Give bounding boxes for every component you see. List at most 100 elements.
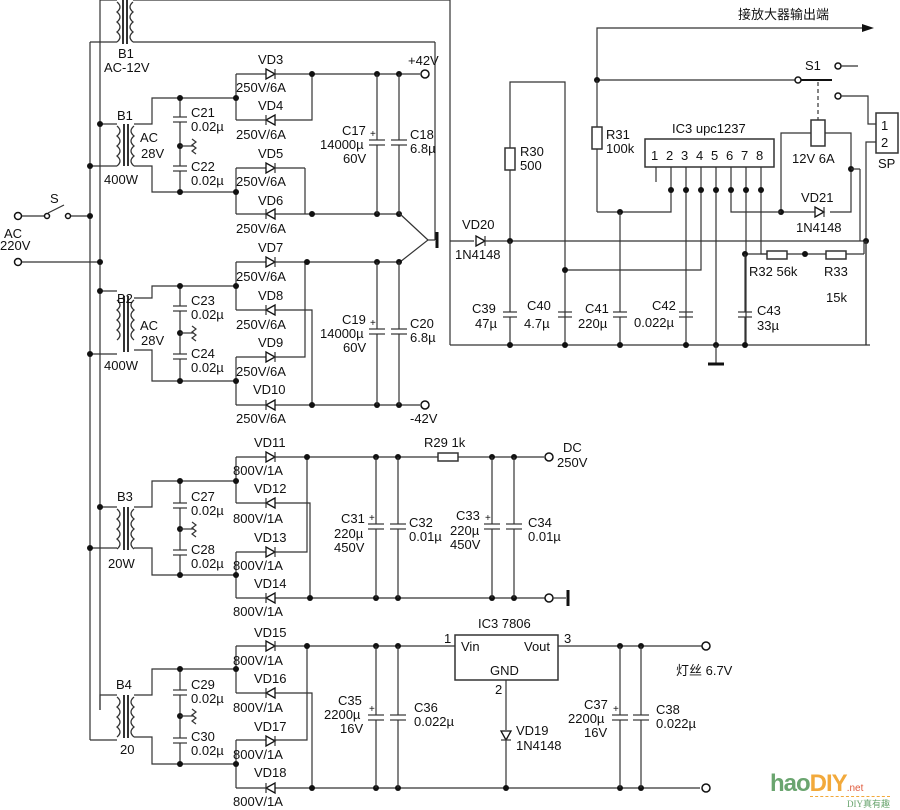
c33-voltage: 450V: [450, 537, 481, 552]
vd21-ref: VD21: [801, 190, 834, 205]
c17-ref: C17: [342, 123, 366, 138]
mains-label-voltage: 220V: [0, 238, 31, 253]
c34-ref: C34: [528, 515, 552, 530]
b3-power: 20W: [108, 556, 135, 571]
c35-ref: C35: [338, 693, 362, 708]
c37-value: 2200µ: [568, 711, 605, 726]
svg-text:1: 1: [881, 118, 888, 133]
c22-ref: C22: [191, 159, 215, 174]
c31-ref: C31: [341, 511, 365, 526]
c19-voltage: 60V: [343, 340, 366, 355]
c30-value: 0.02µ: [191, 743, 224, 758]
svg-text:+: +: [369, 704, 375, 715]
vd12-value: 800V/1A: [233, 511, 283, 526]
c24-value: 0.02µ: [191, 360, 224, 375]
c35-voltage: 16V: [340, 721, 363, 736]
vd16-ref: VD16: [254, 671, 287, 686]
c43-value: 33µ: [757, 318, 779, 333]
regulator-7806: IC3 7806 Vin Vout GND 1 3 2 VD19 1N4148: [444, 616, 571, 791]
mains-switch-label: S: [50, 191, 59, 206]
vd10-value: 250V/6A: [236, 411, 286, 426]
b2-secondary-voltage: 28V: [141, 333, 164, 348]
vd14-value: 800V/1A: [233, 604, 283, 619]
c37-ref: C37: [584, 697, 608, 712]
mains-terminal-live: [13, 211, 23, 221]
vd8-ref: VD8: [258, 288, 283, 303]
speaker-ref: SP: [878, 156, 895, 171]
c18-ref: C18: [410, 127, 434, 142]
b1-power: 400W: [104, 172, 139, 187]
vd19-value: 1N4148: [516, 738, 562, 753]
c34-value: 0.01µ: [528, 529, 561, 544]
bridge-rectifier-2: VD7 250V/6A VD8 250V/6A VD9 250V/6A VD10…: [233, 240, 420, 426]
watermark-logo: haoDIY.net DIY真有趣: [770, 770, 890, 809]
vd3-ref: VD3: [258, 52, 283, 67]
svg-text:3: 3: [564, 631, 571, 646]
terminal-dc-250v: [544, 452, 554, 462]
svg-text:+: +: [370, 129, 376, 140]
c40-ref: C40: [527, 298, 551, 313]
s1-ref: S1: [805, 58, 821, 73]
vd15-value: 800V/1A: [233, 653, 283, 668]
ic-7806-name: IC3 7806: [478, 616, 531, 631]
c23-ref: C23: [191, 293, 215, 308]
c38-value: 0.022µ: [656, 716, 697, 731]
svg-text:+: +: [369, 513, 375, 524]
c23-value: 0.02µ: [191, 307, 224, 322]
terminal-neg-42v: [420, 400, 430, 410]
c18-value: 6.8µ: [410, 141, 436, 156]
ic-upc1237-name: IC3 upc1237: [672, 121, 746, 136]
c20-ref: C20: [410, 316, 434, 331]
svg-text:2: 2: [881, 135, 888, 150]
r33: [825, 250, 847, 260]
vd17-ref: VD17: [254, 719, 287, 734]
svg-text:Vout: Vout: [524, 639, 550, 654]
svg-text:8: 8: [756, 148, 763, 163]
c41-ref: C41: [585, 301, 609, 316]
b3-ref: B3: [117, 489, 133, 504]
b1-aux-rating: AC-12V: [104, 60, 150, 75]
c19-ref: C19: [342, 312, 366, 327]
vd12-ref: VD12: [254, 481, 287, 496]
vd20-ref: VD20: [462, 217, 495, 232]
r30-ref: R30: [520, 144, 544, 159]
ic-7806: [454, 634, 559, 681]
svg-text:2: 2: [495, 682, 502, 697]
svg-text:2: 2: [666, 148, 673, 163]
c20-value: 6.8µ: [410, 330, 436, 345]
b2-secondary-label: AC: [140, 318, 158, 333]
c31-voltage: 450V: [334, 540, 365, 555]
c28-ref: C28: [191, 542, 215, 557]
vd13-ref: VD13: [254, 530, 287, 545]
r31-ref: R31: [606, 127, 630, 142]
svg-text:5: 5: [711, 148, 718, 163]
c32-ref: C32: [409, 515, 433, 530]
bridge-rectifier-3: VD11 800V/1A VD12 800V/1A VD13 800V/1A V…: [233, 435, 545, 619]
vd5-ref: VD5: [258, 146, 283, 161]
c39-ref: C39: [472, 301, 496, 316]
vd18-ref: VD18: [254, 765, 287, 780]
terminal-filament-neg: [701, 783, 711, 793]
b2-power: 400W: [104, 358, 139, 373]
speaker-connector: [875, 112, 899, 154]
svg-text:3: 3: [681, 148, 688, 163]
mains-label-ac: AC: [4, 226, 22, 241]
transformer-b3: B3 20W C27 0.02µ C28 0.02µ: [87, 478, 236, 578]
c19-value: 14000µ: [320, 326, 364, 341]
c24-ref: C24: [191, 346, 215, 361]
c42-ref: C42: [652, 298, 676, 313]
vd10-ref: VD10: [253, 382, 286, 397]
c17-value: 14000µ: [320, 137, 364, 152]
svg-text:1: 1: [444, 631, 451, 646]
svg-text:+: +: [485, 513, 491, 524]
svg-text:+: +: [613, 704, 619, 715]
vd6-value: 250V/6A: [236, 221, 286, 236]
vd19-ref: VD19: [516, 723, 549, 738]
transformer-b1-aux: B1 AC-12V: [90, 0, 450, 75]
vd4-ref: VD4: [258, 98, 283, 113]
b4-power: 20: [120, 742, 134, 757]
r31-value: 100k: [606, 141, 635, 156]
r29: [437, 452, 459, 462]
c31-value: 220µ: [334, 526, 364, 541]
